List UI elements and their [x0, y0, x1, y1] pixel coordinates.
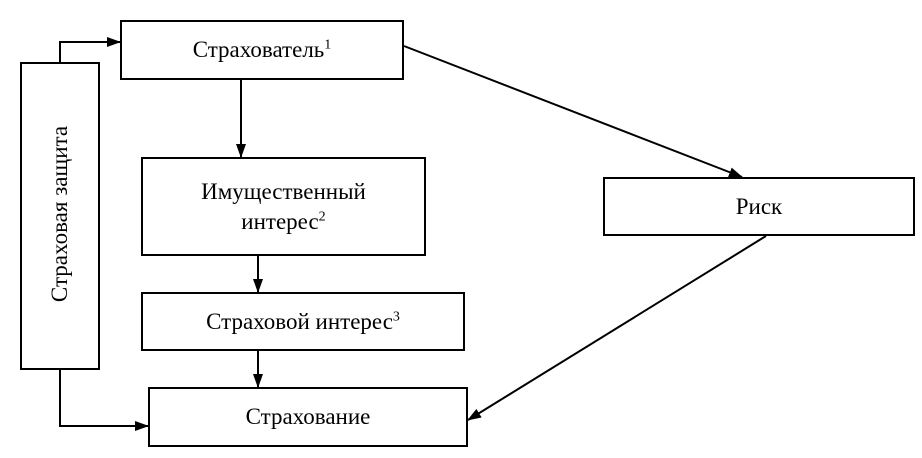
- node-property-interest-footnote: 2: [318, 208, 326, 224]
- node-risk: Риск: [603, 177, 915, 236]
- node-insurance-protection: [20, 62, 100, 370]
- node-insurance-interest-footnote: 3: [392, 308, 400, 324]
- node-insurance-label: Страхование: [245, 404, 371, 429]
- arrow-protection-to-insurance: [59, 370, 149, 431]
- node-insurance-interest: Страховой интерес3: [141, 292, 465, 351]
- arrow-insurant-to-risk: [403, 45, 743, 178]
- node-property-interest-line1: Имущественный: [201, 178, 366, 204]
- node-risk-label: Риск: [735, 193, 783, 219]
- node-insurance-protection-label: Страховая защита: [47, 125, 72, 303]
- node-property-interest-line2: интерес: [241, 208, 319, 234]
- arrow-risk-to-insurance: [467, 235, 767, 421]
- node-insurance-interest-label: Страховой интерес: [206, 308, 393, 334]
- node-insurance: Страхование: [148, 387, 468, 447]
- node-insurant-label: Страхователь: [192, 37, 325, 62]
- arrow-protection-to-insurant: [59, 37, 121, 62]
- node-property-interest: Имущественный интерес2: [141, 157, 426, 256]
- node-insurant-footnote: 1: [324, 37, 332, 53]
- node-insurant: Страхователь1: [120, 20, 404, 80]
